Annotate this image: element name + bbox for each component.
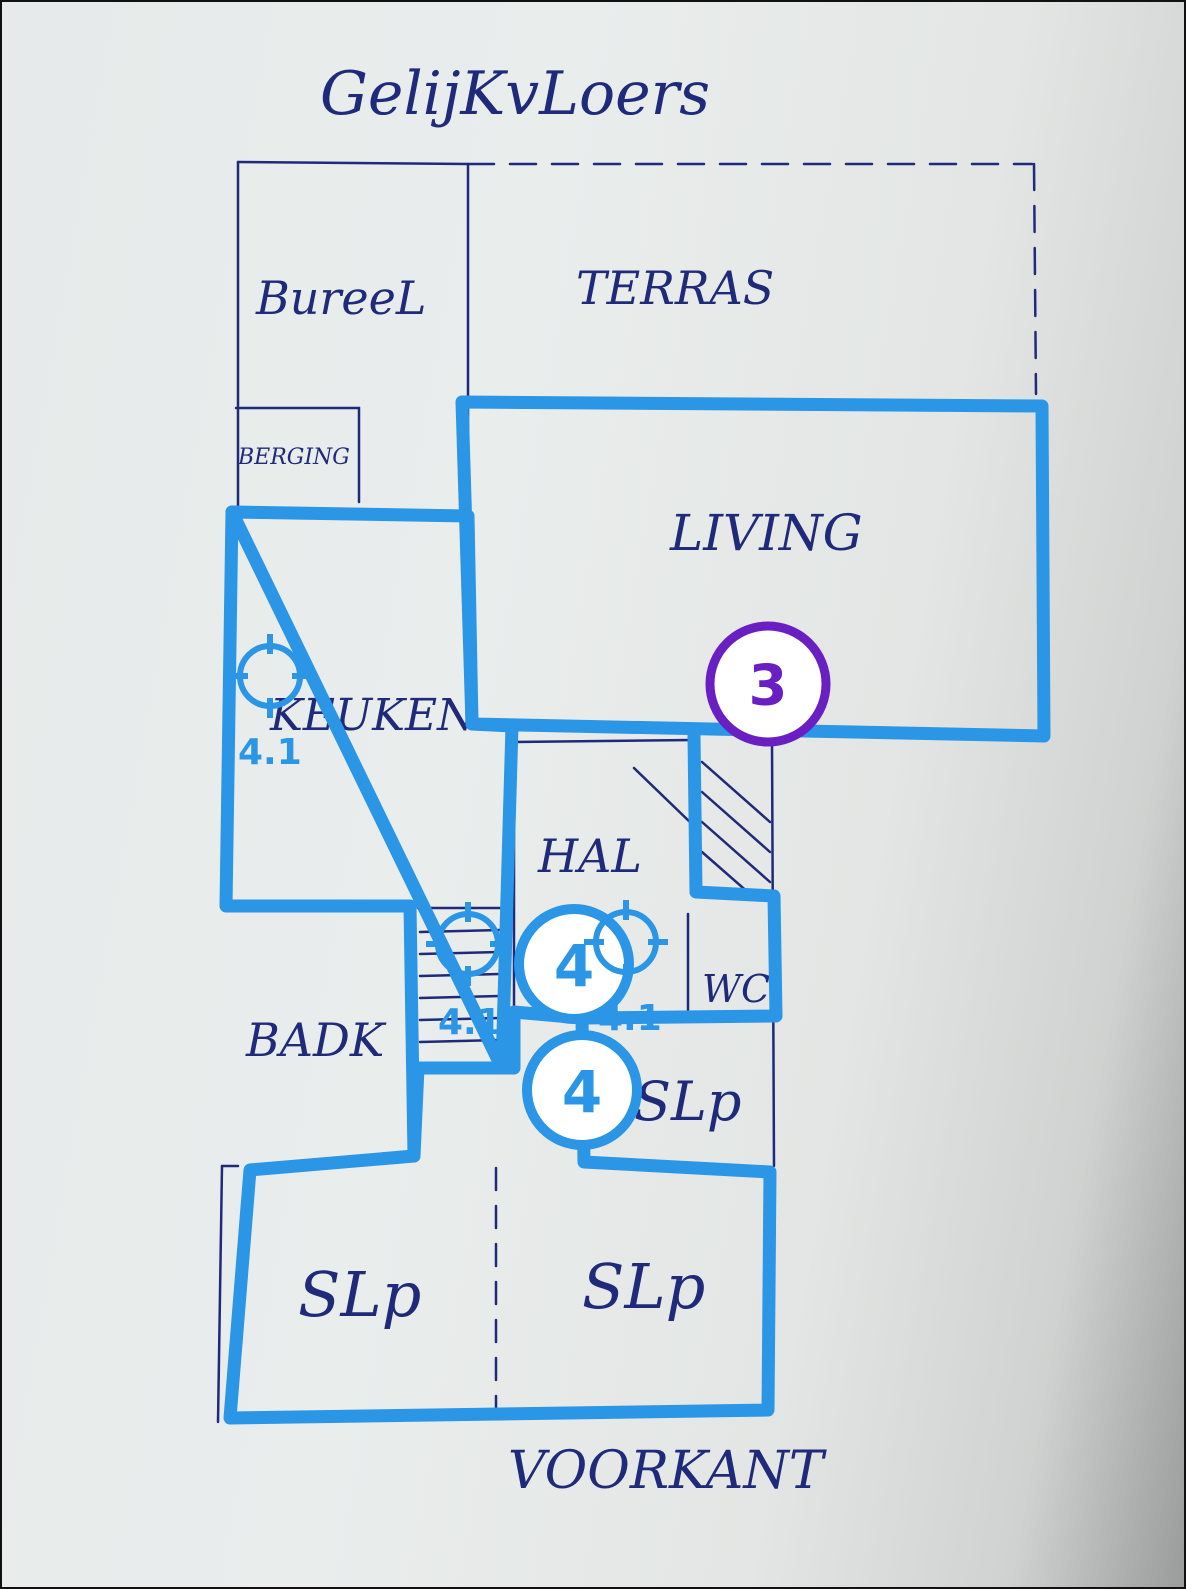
badge-3-living[interactable]: 3 (705, 621, 831, 747)
point-label-keuken: 4.1 (238, 732, 302, 773)
crosshair-icon (584, 900, 668, 984)
badge-4-slp[interactable]: 4 (522, 1030, 642, 1150)
crosshair-icon (426, 902, 510, 986)
badge-3-living-number: 3 (749, 654, 788, 719)
sheet-title: GelijKvLoers (320, 59, 710, 129)
room-label-keuken: KEUKEN (269, 690, 477, 741)
room-label-wc: WC (702, 967, 770, 1011)
room-label-slp-left: SLp (298, 1258, 421, 1331)
point-label-stairs: 4.1 (438, 1002, 502, 1043)
room-label-bureel: BureeL (255, 271, 426, 325)
sketch-walls (216, 160, 1038, 1424)
crosshair-icon (228, 634, 312, 718)
room-label-badk: BADK (245, 1013, 387, 1067)
badge-4-hal[interactable]: 4 (514, 904, 634, 1024)
front-label: VOORKANT (508, 1441, 827, 1501)
room-label-living: LIVING (669, 504, 863, 562)
room-label-slp-mid: SLp (634, 1070, 741, 1133)
room-label-berging: BERGING (237, 445, 350, 470)
badge-4-slp-number: 4 (562, 1058, 602, 1126)
room-label-terras: TERRAS (576, 261, 774, 315)
room-label-slp-right: SLp (582, 1250, 705, 1323)
room-label-hal: HAL (537, 829, 642, 883)
highlighted-floor-area (219, 395, 1051, 1425)
